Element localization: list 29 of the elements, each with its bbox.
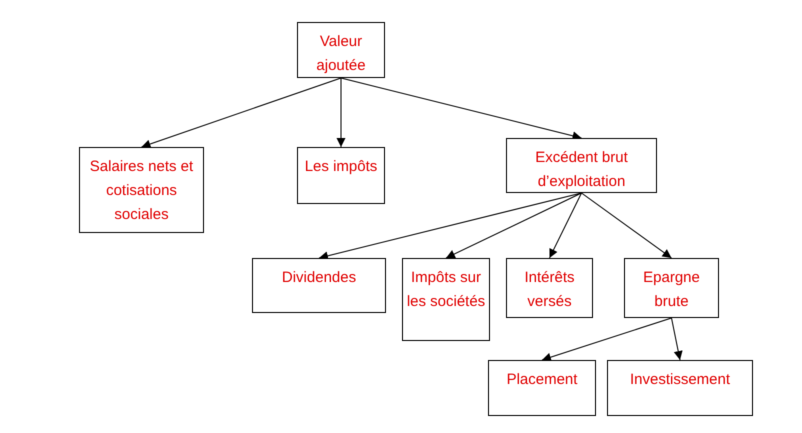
box-label: Impôts sur les sociétés: [406, 268, 486, 312]
process-box: [402, 258, 490, 341]
box-label: Investissement: [628, 370, 732, 390]
arrow: [581, 192, 672, 258]
arrow: [446, 192, 582, 258]
box-label: Les impôts: [304, 157, 378, 177]
arrow: [671, 318, 683, 360]
process-box: [252, 258, 386, 313]
process-box: [506, 258, 593, 318]
box-label: Intérêts versés: [523, 268, 576, 312]
box-label: Dividendes: [280, 268, 358, 288]
process-box: [297, 22, 385, 78]
arrow: [336, 78, 346, 148]
process-box: [506, 138, 657, 193]
box-label: Salaires nets et cotisations sociales: [88, 157, 194, 225]
process-box: [624, 258, 719, 318]
process-box: [488, 360, 596, 416]
arrow: [542, 318, 672, 362]
process-box: [79, 147, 204, 233]
arrow: [318, 192, 582, 260]
process-box: [607, 360, 753, 416]
box-label: Epargne brute: [642, 268, 701, 312]
arrow: [141, 78, 342, 148]
box-label: Excédent brut d’exploitation: [534, 148, 629, 192]
arrow: [549, 192, 582, 258]
arrow: [340, 78, 582, 140]
box-label: Placement: [506, 370, 578, 390]
box-label: Valeur ajoutée: [315, 32, 367, 76]
process-box: [297, 147, 385, 204]
